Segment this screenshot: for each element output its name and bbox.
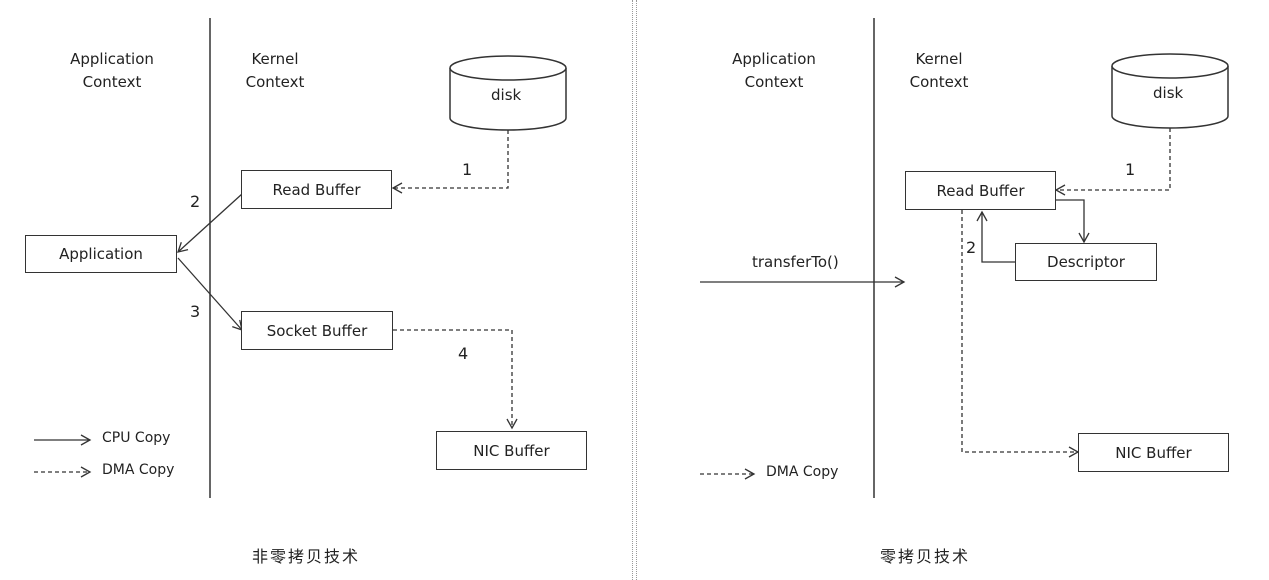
disk-label: disk xyxy=(491,86,522,104)
application-context-label: Application Context xyxy=(732,50,816,91)
legend-dma-copy: DMA Copy xyxy=(766,464,839,480)
disk-cylinder xyxy=(449,55,567,131)
kernel-context-label: Kernel Context xyxy=(909,50,969,91)
read-buffer-box: Read Buffer xyxy=(905,171,1056,210)
panel-divider xyxy=(632,0,637,580)
left-diagram-lines xyxy=(34,18,567,498)
nic-buffer-box: NIC Buffer xyxy=(436,431,587,470)
arrow-disk-to-read-buffer xyxy=(391,130,509,194)
left-caption: 非零拷贝技术 xyxy=(252,547,361,566)
arrow-disk-to-read-buffer xyxy=(1054,128,1171,196)
legend-cpu-copy: CPU Copy xyxy=(102,430,171,446)
step-2-label: 2 xyxy=(190,192,201,211)
right-caption: 零拷贝技术 xyxy=(880,547,971,566)
step-1-label: 1 xyxy=(1125,160,1136,179)
arrow-descriptor-to-read-buffer xyxy=(976,210,1016,263)
transfer-to-label: transferTo() xyxy=(752,253,839,271)
arrow-read-buffer-to-descriptor xyxy=(1056,199,1090,244)
arrow-application-to-socket-buffer xyxy=(177,257,243,332)
step-4-label: 4 xyxy=(458,344,469,363)
step-2-label: 2 xyxy=(966,238,977,257)
descriptor-box: Descriptor xyxy=(1015,243,1157,281)
arrow-read-buffer-to-nic-buffer xyxy=(961,210,1080,458)
zero-copy-diagram: Application Context Kernel Context disk … xyxy=(638,0,1269,580)
legend-dma-copy: DMA Copy xyxy=(102,462,175,478)
read-buffer-box: Read Buffer xyxy=(241,170,392,209)
disk-cylinder xyxy=(1111,53,1229,129)
step-1-label: 1 xyxy=(462,160,473,179)
application-context-label: Application Context xyxy=(70,50,154,91)
nic-buffer-box: NIC Buffer xyxy=(1078,433,1229,472)
application-box: Application xyxy=(25,235,177,273)
non-zero-copy-diagram: Application Context Kernel Context disk … xyxy=(0,0,632,580)
arrow-socket-to-nic-buffer xyxy=(393,329,518,430)
arrow-read-buffer-to-application xyxy=(177,193,243,253)
right-diagram-lines xyxy=(700,18,1229,498)
disk-label: disk xyxy=(1153,84,1184,102)
kernel-context-label: Kernel Context xyxy=(245,50,305,91)
socket-buffer-box: Socket Buffer xyxy=(241,311,393,350)
step-3-label: 3 xyxy=(190,302,201,321)
